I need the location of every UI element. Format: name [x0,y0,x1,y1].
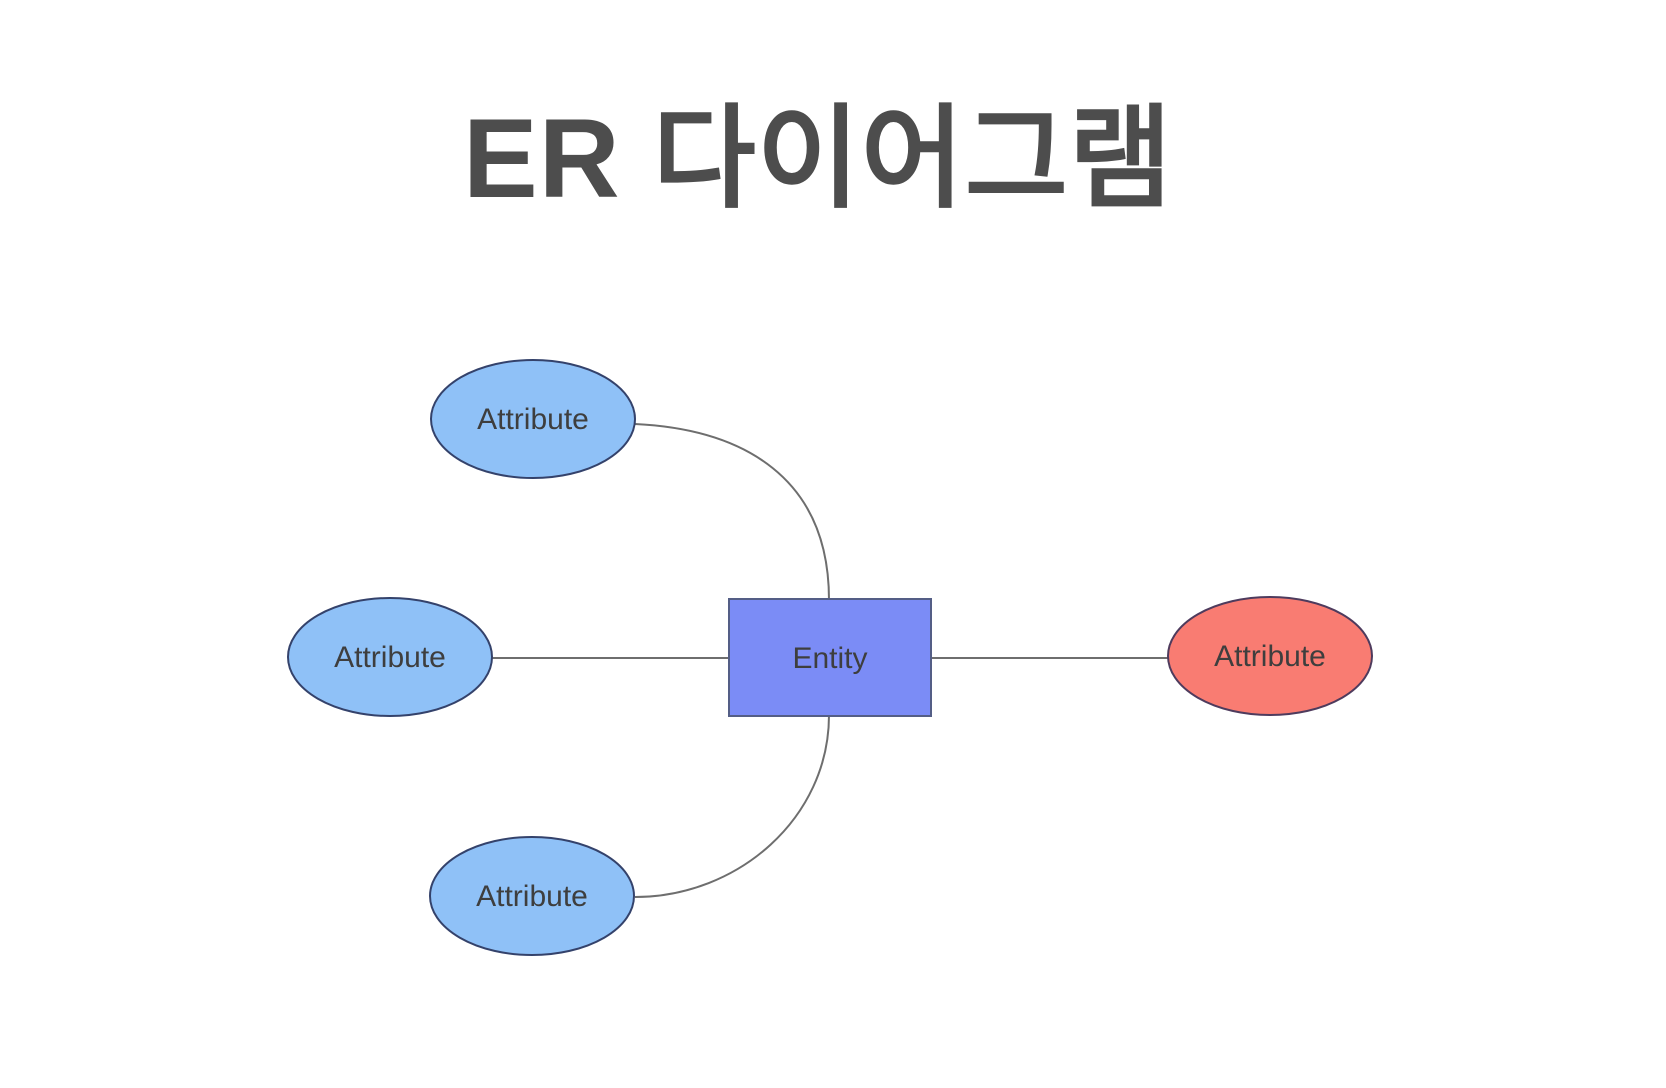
attribute-label: Attribute [334,641,446,674]
attribute-label: Attribute [477,403,589,436]
attribute-label: Attribute [1214,640,1326,673]
attribute-node-bottom-left[interactable]: Attribute [429,836,635,956]
attribute-ellipse [287,597,493,717]
page-title: ER 다이어그램 [463,96,1173,221]
connector-bottom-left-attribute [634,714,830,898]
entity-node[interactable]: Entity [728,598,932,717]
entity-rectangle [728,598,932,717]
attribute-ellipse-red [1167,596,1373,716]
attribute-ellipse [430,359,636,479]
attribute-node-middle-left[interactable]: Attribute [287,597,493,717]
attribute-node-right[interactable]: Attribute [1167,596,1373,716]
attribute-node-top-left[interactable]: Attribute [430,359,636,479]
attribute-ellipse [429,836,635,956]
connector-top-left-attribute [633,423,830,601]
entity-label: Entity [792,642,867,675]
attribute-label: Attribute [476,880,588,913]
